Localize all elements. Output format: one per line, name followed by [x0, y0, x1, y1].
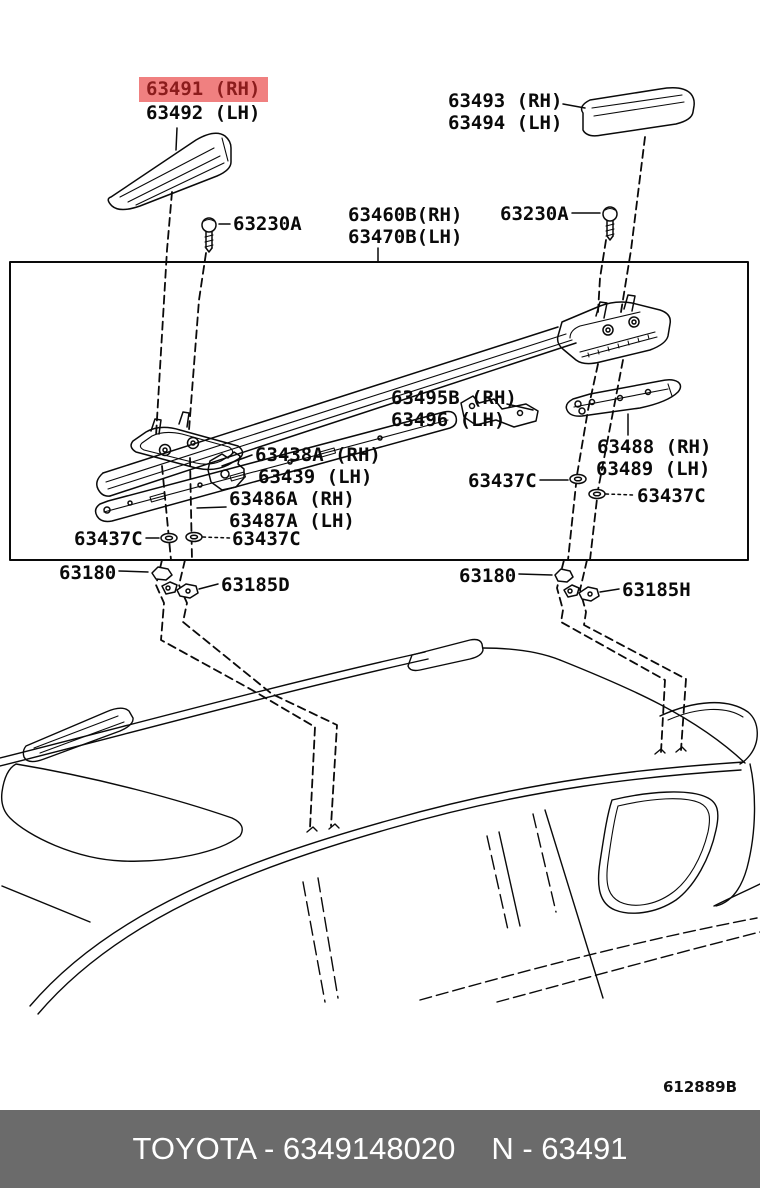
- part-label-63486a-rh[interactable]: 63486A (RH): [229, 488, 355, 510]
- part-label-63488-rh[interactable]: 63488 (RH): [597, 436, 712, 458]
- part-label-63230a-left[interactable]: 63230A: [233, 213, 302, 235]
- diagram-code: 612889B: [663, 1078, 738, 1096]
- rear-pad-drawing: [566, 380, 680, 435]
- part-label-63437c-right-b[interactable]: 63437C: [637, 485, 706, 507]
- footer-catalog-ref: N - 63491: [491, 1131, 628, 1166]
- part-label-63180-left[interactable]: 63180: [59, 562, 117, 584]
- clip-icons-left: [119, 567, 218, 598]
- part-label-63230a-right[interactable]: 63230A: [500, 203, 569, 225]
- part-label-63492-lh[interactable]: 63492 (LH): [146, 102, 261, 124]
- part-label-63493-rh[interactable]: 63493 (RH): [448, 90, 563, 112]
- vehicle-roof-drawing: [0, 640, 760, 1015]
- center-bracket-drawing: [461, 396, 538, 427]
- exploded-view-box: [10, 262, 748, 560]
- part-label-63489-lh[interactable]: 63489 (LH): [596, 458, 711, 480]
- part-label-63494-lh[interactable]: 63494 (LH): [448, 112, 563, 134]
- footer-bar: TOYOTA - 6349148020 N - 63491: [0, 1110, 760, 1188]
- rear-rail-cap-drawing: [563, 88, 694, 136]
- screw-icon-left: [202, 218, 230, 252]
- washer-leaders: [146, 480, 634, 538]
- part-label-63180-right[interactable]: 63180: [459, 565, 517, 587]
- clip-icons-right: [519, 569, 619, 601]
- footer-brand-part-number: TOYOTA - 6349148020: [132, 1131, 456, 1166]
- part-label-63437c-left-a[interactable]: 63437C: [74, 528, 143, 550]
- front-pad-drawing: [96, 412, 457, 522]
- washer-icons: [161, 475, 605, 543]
- part-label-63487a-lh[interactable]: 63487A (LH): [229, 510, 355, 532]
- part-label-63460b-rh[interactable]: 63460B(RH): [348, 204, 463, 226]
- screw-icon-right: [572, 207, 617, 240]
- front-rail-cap-drawing: [108, 128, 231, 210]
- part-label-63185h[interactable]: 63185H: [622, 579, 691, 601]
- part-label-63496-lh[interactable]: 63496 (LH): [391, 409, 506, 431]
- part-label-63495b-rh[interactable]: 63495B (RH): [391, 387, 517, 409]
- part-label-63437c-left-b[interactable]: 63437C: [232, 528, 301, 550]
- part-label-63185d[interactable]: 63185D: [221, 574, 290, 596]
- part-label-63437c-right-a[interactable]: 63437C: [468, 470, 537, 492]
- part-label-63470b-lh[interactable]: 63470B(LH): [348, 226, 463, 248]
- part-label-63491-rh-highlighted[interactable]: 63491 (RH): [139, 77, 269, 102]
- assembly-dashed-lines: [156, 137, 686, 828]
- part-label-63439-lh[interactable]: 63439 (LH): [258, 466, 373, 488]
- part-label-63438a-rh[interactable]: 63438A (RH): [255, 444, 381, 466]
